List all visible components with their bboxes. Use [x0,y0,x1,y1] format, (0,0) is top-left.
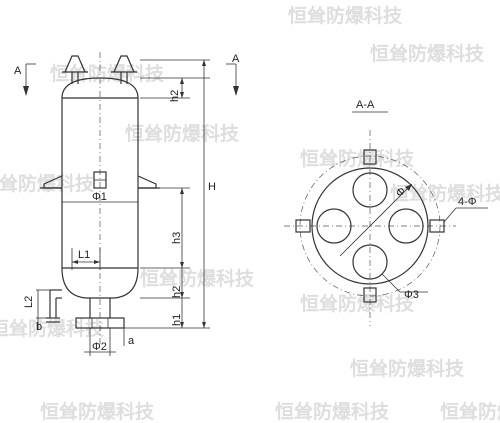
dimension-L1: L1 [71,248,101,270]
label-L2: L2 [23,296,35,308]
dimension-L2-b: L2 b [23,289,50,333]
label-h3: h3 [171,232,183,244]
watermark: 恒耸防爆科技 [350,357,465,380]
dimension-phi2: Φ2 a [84,328,135,356]
watermark-layer: 恒耸防爆科技 恒耸防爆科技 恒耸防爆科技 恒耸防爆科技 恒耸防爆科技 恒耸防爆科… [0,4,500,423]
watermark: 恒耸防爆科技 [50,62,165,85]
watermark: 恒耸防爆科技 [370,42,485,65]
watermark: 恒耸防爆科技 [275,400,390,423]
watermark: 恒耸防爆科技 [300,147,415,170]
label-a: a [128,335,135,347]
label-phi1: Φ1 [92,191,107,203]
label-b: b [36,321,42,333]
arrow-label-left: A [14,65,22,77]
watermark: 恒耸防爆科技 [288,4,403,27]
watermark: 恒耸防爆科技 [300,292,415,315]
vessel-body [40,52,160,346]
label-phi3: Φ3 [404,289,419,301]
label-h2-top: h2 [169,90,181,102]
label-h1: h1 [171,314,183,326]
dimension-right: h2 h3 h2 h1 H [124,59,216,329]
watermark: 恒耸防爆科技 [390,182,500,205]
watermark: 恒耸防爆科技 [0,172,95,195]
watermark: 恒耸防爆科技 [140,267,255,290]
label-h2-bottom: h2 [171,286,183,298]
label-4-phi: 4-Φ [458,196,477,208]
section-arrow-left: A [14,63,36,96]
watermark: 恒耸防爆科技 [440,400,500,423]
section-title: A-A [356,99,375,111]
watermark: 恒耸防爆科技 [0,317,105,340]
label-phi1-group: Φ1 [92,191,107,203]
arrow-label-right: A [232,53,240,65]
watermark: 恒耸防爆科技 [125,122,240,145]
label-phi2: Φ2 [92,341,107,353]
watermark: 恒耸防爆科技 [40,400,155,423]
label-H: H [208,181,216,193]
section-view-AA: A-A Φ 4-Φ Φ3 [284,99,488,326]
label-L1: L1 [78,249,90,261]
section-arrow-right: A [226,53,240,96]
